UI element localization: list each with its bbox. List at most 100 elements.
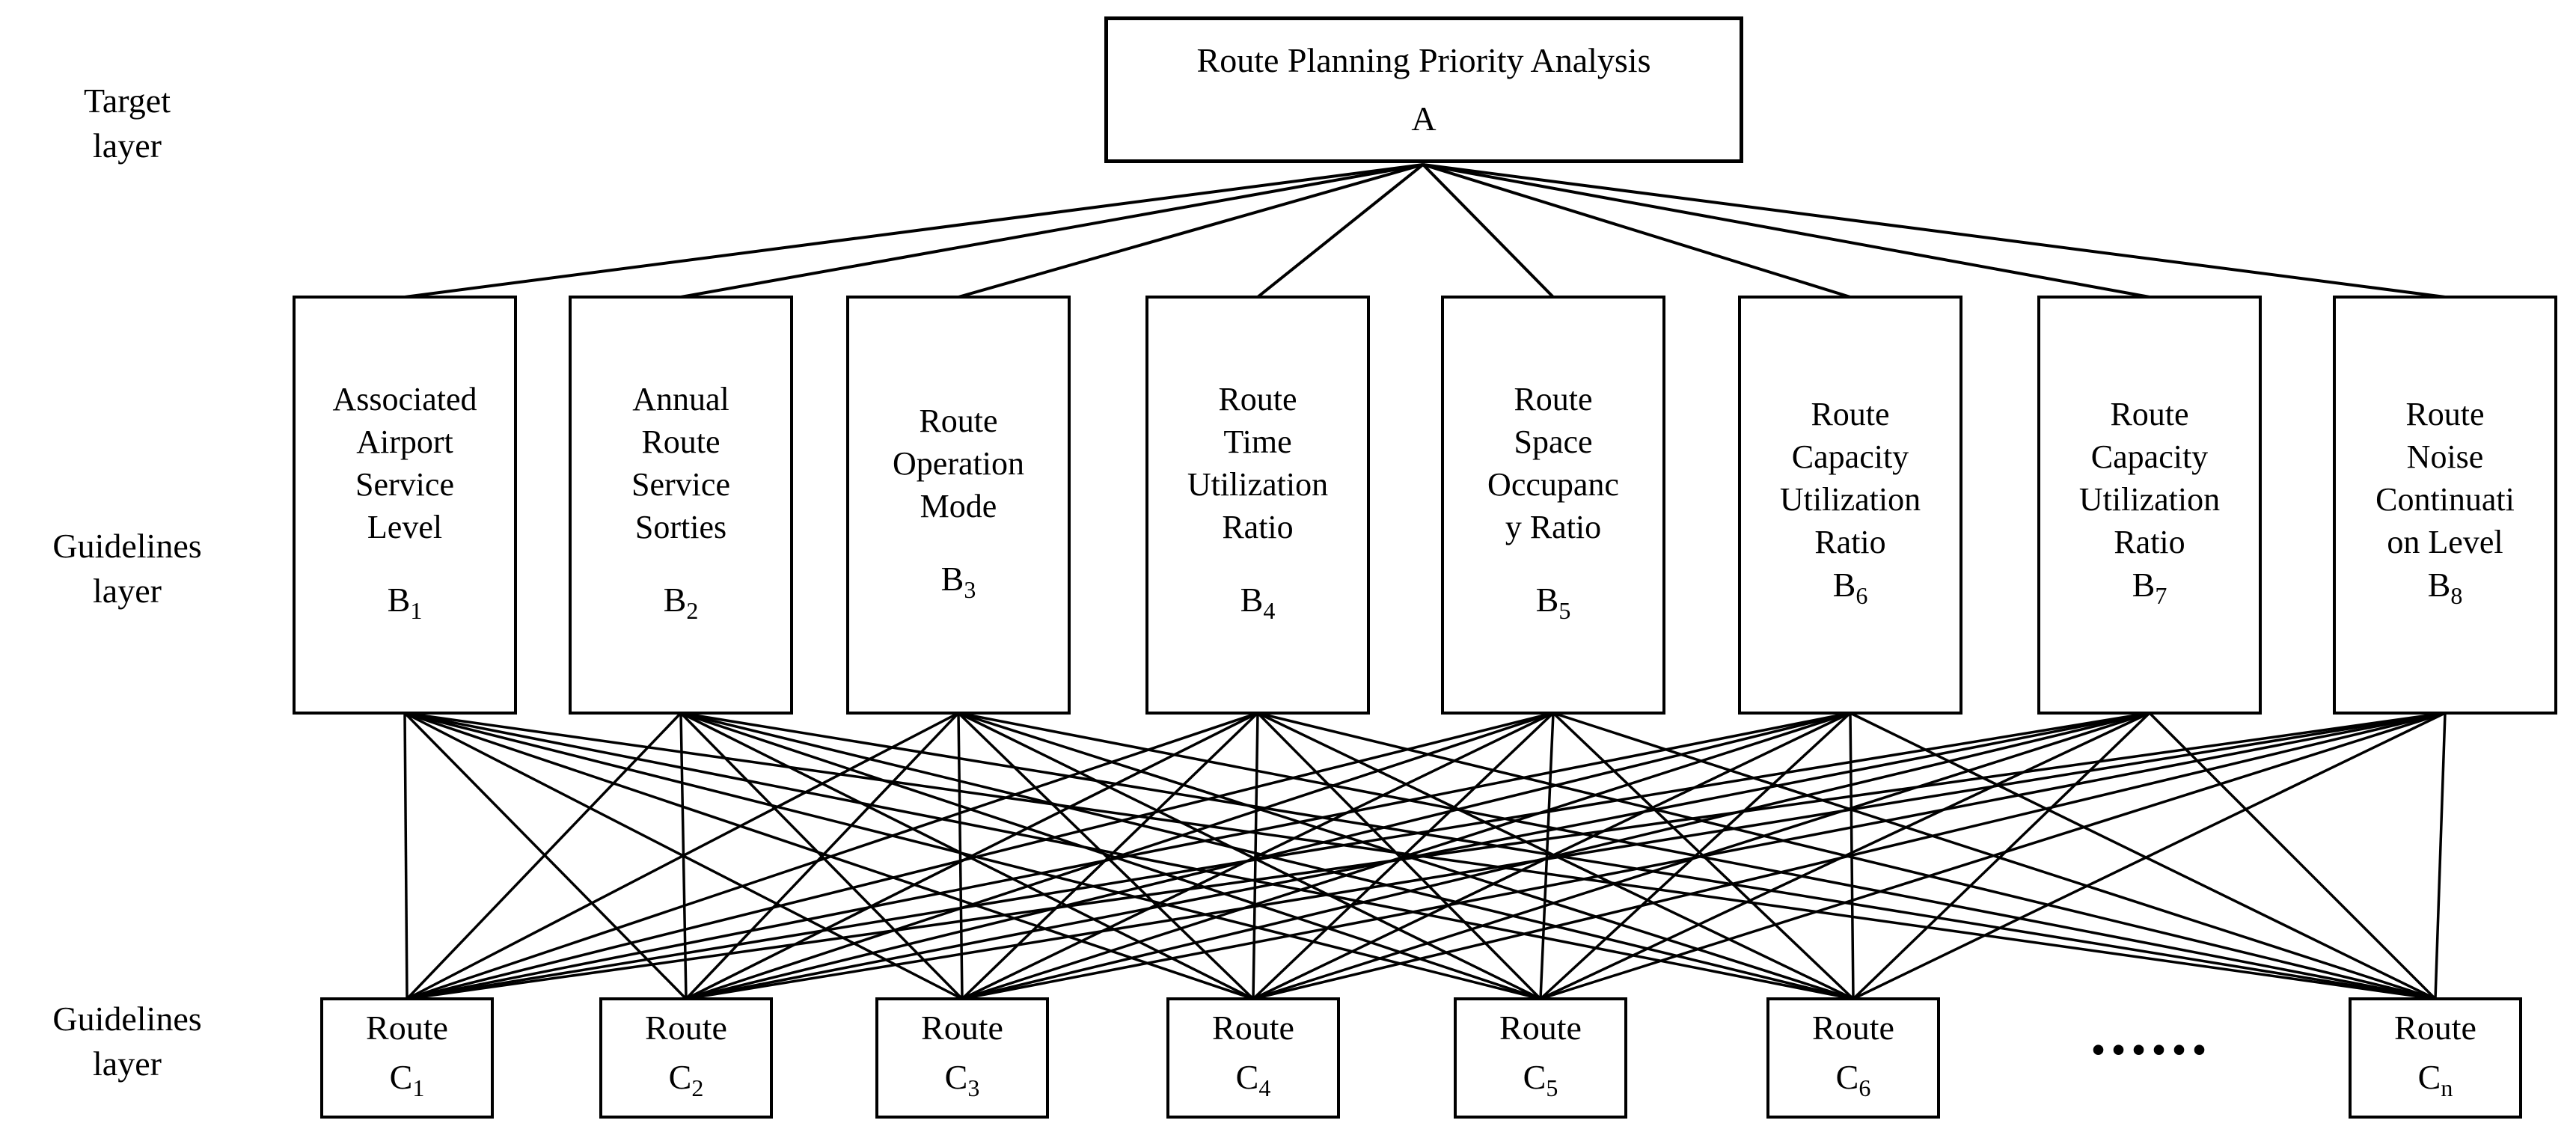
- criteria-title-line: Ratio: [2114, 524, 2185, 560]
- criteria-title-line: Operation: [893, 444, 1024, 482]
- alternative-node-label: C1: [390, 1053, 425, 1113]
- label-base: B: [1535, 581, 1559, 619]
- layer-label-guidelines-bottom: Guidelines layer: [22, 997, 232, 1086]
- label-base: C: [944, 1058, 968, 1096]
- criteria-title-line: Route: [2110, 396, 2189, 432]
- label-base: B: [2427, 566, 2451, 604]
- edge-b8-to-c3: [961, 712, 2446, 1000]
- layer-label-guidelines-mid: Guidelines layer: [22, 524, 232, 614]
- criteria-title-line: Route: [2405, 396, 2485, 432]
- edge-b7-to-c6: [1852, 712, 2151, 1000]
- label-base: B: [2132, 566, 2156, 604]
- label-base: C: [668, 1058, 692, 1096]
- edge-b3-to-c5: [958, 712, 1541, 1000]
- alternative-node-title: Route: [366, 1009, 448, 1047]
- alternative-node-title: Route: [1499, 1009, 1582, 1047]
- edge-b5-to-c2: [685, 712, 1554, 1000]
- edge-b7-to-c3: [961, 712, 2150, 1000]
- criteria-title-line: Level: [367, 509, 443, 545]
- edge-b6-to-c5: [1539, 712, 1852, 1000]
- label-subscript: 5: [1558, 597, 1571, 624]
- edge-a-to-b8: [1422, 163, 2446, 299]
- layer-label-line: layer: [93, 1044, 162, 1083]
- layer-label-line: layer: [93, 572, 162, 610]
- edge-b3-to-c2: [685, 712, 960, 1000]
- criteria-node-label: B2: [664, 578, 699, 632]
- alternative-node-title: Route: [2394, 1009, 2476, 1047]
- layer-label-line: Target: [84, 82, 171, 120]
- criteria-title-line: Airport: [356, 423, 453, 460]
- criteria-title-line: Service: [631, 466, 730, 503]
- criteria-title-line: Sorties: [634, 509, 727, 545]
- criteria-title-line: Mode: [920, 487, 997, 524]
- edge-b8-to-c4: [1252, 712, 2446, 1000]
- edge-b3-to-c1: [406, 712, 959, 1000]
- criteria-title-line: Utilization: [1187, 466, 1329, 503]
- label-base: B: [1240, 581, 1264, 619]
- alternative-node-title: Route: [921, 1009, 1003, 1047]
- criteria-title-line: Route: [1514, 381, 1593, 417]
- edge-a-to-b4: [1256, 163, 1425, 299]
- label-base: C: [1523, 1058, 1546, 1096]
- alternative-node-label: Cn: [2418, 1053, 2453, 1113]
- label-subscript: 4: [1258, 1074, 1271, 1101]
- label-subscript: 3: [964, 575, 976, 603]
- edge-a-to-b7: [1422, 163, 2150, 299]
- label-subscript: 6: [1855, 582, 1868, 609]
- criteria-title-line: Time: [1223, 423, 1292, 460]
- label-base: C: [2417, 1058, 2441, 1096]
- edge-b4-to-c1: [406, 712, 1258, 1000]
- criteria-title-line: Utilization: [1779, 481, 1921, 518]
- label-subscript: 2: [691, 1074, 704, 1101]
- criteria-node-label: B5: [1536, 578, 1571, 632]
- edge-b8-to-cn: [2434, 712, 2447, 1000]
- ellipsis-more-routes: ......: [2090, 999, 2212, 1068]
- criteria-title-line: Route: [919, 402, 998, 439]
- label-base: C: [389, 1058, 413, 1096]
- edge-b3-to-c4: [957, 712, 1255, 1000]
- edge-b8-to-c6: [1853, 712, 2446, 1000]
- edge-b2-to-c4: [680, 712, 1254, 1000]
- criteria-title-line: Ratio: [1814, 524, 1886, 560]
- criteria-title-line: Occupanc: [1487, 466, 1619, 503]
- criteria-node-label: B8: [2428, 563, 2463, 617]
- criteria-title-line: Noise: [2406, 438, 2484, 475]
- alternative-node-title: Route: [1812, 1009, 1894, 1047]
- alternative-node-label: C2: [669, 1053, 704, 1113]
- criteria-title-line: Capacity: [2090, 438, 2209, 475]
- criteria-title-line: on Level: [2387, 524, 2503, 560]
- label-subscript: 1: [410, 597, 423, 624]
- target-node-label: A: [1411, 100, 1437, 138]
- edge-a-to-b2: [680, 163, 1424, 299]
- label-subscript: n: [2441, 1074, 2453, 1101]
- alternative-node-label: C6: [1836, 1053, 1871, 1113]
- criteria-title-line: Route: [1811, 396, 1890, 432]
- alternative-node-title: Route: [645, 1009, 727, 1047]
- edge-a-to-b5: [1422, 163, 1555, 299]
- target-node-title: Route Planning Priority Analysis: [1196, 41, 1651, 79]
- criteria-node-label: B4: [1240, 578, 1276, 632]
- target-node: Route Planning Priority Analysis A: [1104, 16, 1743, 163]
- label-base: B: [663, 581, 687, 619]
- edge-b4-to-c5: [1256, 712, 1542, 1000]
- label-subscript: 1: [412, 1074, 425, 1101]
- label-subscript: 8: [2450, 582, 2463, 609]
- label-subscript: 2: [686, 597, 699, 624]
